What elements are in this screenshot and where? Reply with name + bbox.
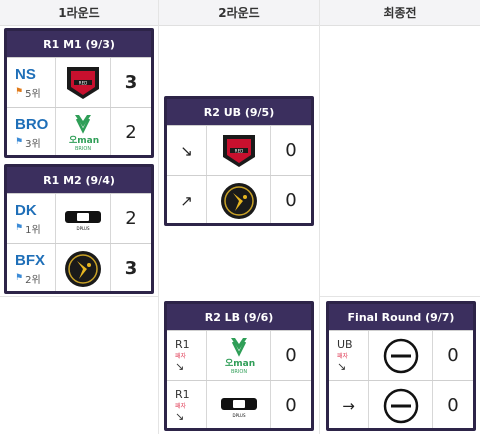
match-card-final[interactable]: Final Round (9/7) UB 패자 ↘ 0 → 0	[326, 301, 476, 431]
match-title: R1 M1 (9/3)	[7, 31, 151, 57]
team-score: 0	[285, 395, 297, 416]
row-divider	[0, 296, 158, 297]
team-score: 0	[447, 395, 459, 416]
tbd-logo-icon	[383, 338, 418, 373]
match-title: R2 UB (9/5)	[167, 99, 311, 125]
match-card-r2lb[interactable]: R2 LB (9/6) R1 패자 ↘ 0 R1 패자 ↘ 0	[164, 301, 314, 431]
team-logo-cell	[207, 331, 271, 380]
team-logo-cell	[55, 194, 111, 243]
team-score: 0	[285, 345, 297, 366]
source-label: R1 패자 ↘	[167, 381, 207, 428]
dk-logo-icon	[65, 210, 101, 231]
column-header-round2: 2라운드	[159, 0, 319, 26]
source-sub: 패자	[337, 353, 349, 360]
dk-logo-icon	[220, 397, 257, 418]
match-title: R1 M2 (9/4)	[7, 167, 151, 193]
team-score: 2	[125, 208, 137, 229]
team-row[interactable]: R1 패자 ↘ 0	[167, 330, 311, 380]
column-header-round1: 1라운드	[0, 0, 158, 26]
team-score: 0	[285, 140, 297, 161]
team-logo-cell	[55, 244, 111, 291]
column-divider	[319, 0, 320, 434]
team-logo-cell	[207, 126, 271, 175]
team-seed: 3위	[25, 138, 41, 150]
team-score: 2	[125, 122, 137, 143]
team-seed: 2위	[25, 274, 41, 286]
arrow-icon: ↘	[175, 360, 185, 373]
team-name: DK	[15, 201, 37, 219]
fearx-logo-icon	[64, 249, 102, 288]
team-row[interactable]: ↗ 0	[167, 175, 311, 223]
match-title: Final Round (9/7)	[329, 304, 473, 330]
team-row[interactable]: BRO ⚑3위 2	[7, 107, 151, 155]
source-label: UB 패자 ↘	[329, 331, 369, 380]
tbd-logo-icon	[383, 388, 418, 423]
team-logo-cell	[55, 108, 111, 155]
source-label: R1 패자 ↘	[167, 331, 207, 380]
team-row[interactable]: R1 패자 ↘ 0	[167, 380, 311, 428]
rank-flag-icon: ⚑	[15, 87, 24, 97]
column-header-final: 최종전	[320, 0, 480, 26]
team-score: 3	[124, 258, 138, 279]
team-row[interactable]: UB 패자 ↘ 0	[329, 330, 473, 380]
team-score: 0	[447, 345, 459, 366]
rank-flag-icon: ⚑	[15, 223, 24, 233]
team-row[interactable]: NS ⚑5위 3	[7, 57, 151, 107]
team-logo-cell	[369, 331, 433, 380]
advance-arrow-icon: →	[329, 381, 369, 428]
team-name: BFX	[15, 251, 45, 269]
source-sub: 패자	[175, 353, 187, 360]
match-title: R2 LB (9/6)	[167, 304, 311, 330]
ns-redforce-logo-icon	[222, 134, 255, 167]
column-divider	[158, 0, 159, 434]
rank-flag-icon: ⚑	[15, 137, 24, 147]
ns-redforce-logo-icon	[67, 66, 99, 99]
match-card-r1m1[interactable]: R1 M1 (9/3) NS ⚑5위 3 BRO ⚑3위 2	[4, 28, 154, 158]
team-score: 0	[285, 190, 297, 211]
team-logo-cell	[207, 381, 271, 428]
team-logo-cell	[207, 176, 271, 223]
arrow-icon: ↘	[337, 360, 347, 373]
team-row[interactable]: BFX ⚑2위 3	[7, 243, 151, 291]
source-round: R1	[175, 338, 190, 351]
team-logo-cell	[369, 381, 433, 428]
team-logo-cell	[55, 58, 111, 107]
team-name: NS	[15, 65, 36, 83]
source-sub: 패자	[175, 403, 187, 410]
team-row[interactable]: DK ⚑1위 2	[7, 193, 151, 243]
team-name: BRO	[15, 115, 49, 133]
match-card-r2ub[interactable]: R2 UB (9/5) ↘ 0 ↗ 0	[164, 96, 314, 226]
team-row[interactable]: ↘ 0	[167, 125, 311, 175]
team-row[interactable]: → 0	[329, 380, 473, 428]
source-round: R1	[175, 388, 190, 401]
team-seed: 5위	[25, 88, 41, 100]
match-card-r1m2[interactable]: R1 M2 (9/4) DK ⚑1위 2 BFX ⚑2위 3	[4, 164, 154, 294]
team-seed: 1위	[25, 224, 41, 236]
row-divider	[320, 296, 480, 297]
advance-arrow-icon: ↘	[167, 126, 207, 175]
fearx-logo-icon	[219, 181, 258, 220]
arrow-icon: ↘	[175, 410, 185, 423]
rank-flag-icon: ⚑	[15, 273, 24, 283]
source-round: UB	[337, 338, 353, 351]
brion-logo-icon	[67, 113, 101, 153]
team-score: 3	[124, 72, 138, 93]
advance-arrow-icon: ↗	[167, 176, 207, 223]
brion-logo-icon	[223, 336, 256, 376]
